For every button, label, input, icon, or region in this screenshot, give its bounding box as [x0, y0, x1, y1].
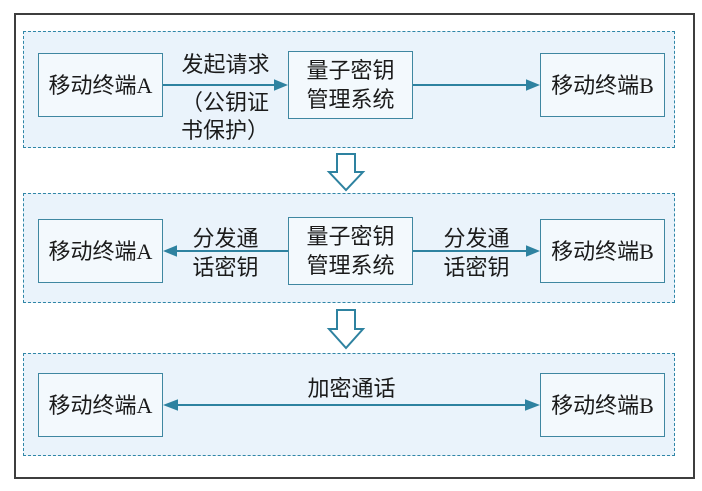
stage3-terminal-a-label: 移动终端A — [48, 392, 153, 418]
stage2-terminal-b-label: 移动终端B — [551, 238, 654, 264]
stage3-encrypted-call-label: 加密通话 — [307, 376, 396, 401]
stage1-request-note: （公钥证 书保护） — [160, 89, 290, 145]
stage1-terminal-a-box: 移动终端A — [38, 53, 163, 117]
stage2-right-distribute-label-line1: 分发通 — [443, 226, 510, 251]
stage2-qkms-box: 量子密钥 管理系统 — [288, 217, 413, 285]
stage3-terminal-a-box: 移动终端A — [38, 373, 163, 437]
outer-frame — [14, 13, 695, 479]
stage2-left-distribute-label-line1: 分发通 — [192, 226, 259, 251]
stage3-terminal-b-box: 移动终端B — [540, 373, 665, 437]
stage2-terminal-a-label: 移动终端A — [48, 238, 153, 264]
stage2-qkms-label-line1: 量子密钥 — [306, 224, 395, 249]
stage1-terminal-a-label: 移动终端A — [48, 72, 153, 98]
stage1-request-label: 发起请求 — [181, 52, 270, 77]
stage2-terminal-a-box: 移动终端A — [38, 219, 163, 283]
stage1-qkms-label-line2: 管理系统 — [306, 87, 395, 112]
stage1-qkms-box: 量子密钥 管理系统 — [288, 51, 413, 119]
stage2-right-distribute-label-line2: 话密钥 — [443, 255, 510, 280]
stage2-right-distribute-label: 分发通 话密钥 — [414, 224, 539, 282]
stage1-request-note-line1: （公钥证 — [180, 90, 269, 115]
stage2-terminal-b-box: 移动终端B — [540, 219, 665, 283]
stage1-request-note-line2: 书保护） — [180, 118, 269, 143]
stage3-terminal-b-label: 移动终端B — [551, 392, 654, 418]
stage2-left-distribute-label-line2: 话密钥 — [192, 255, 259, 280]
stage1-terminal-b-box: 移动终端B — [540, 53, 665, 117]
stage2-left-distribute-label: 分发通 话密钥 — [163, 224, 288, 282]
stage1-terminal-b-label: 移动终端B — [551, 72, 654, 98]
stage1-qkms-label-line1: 量子密钥 — [306, 58, 395, 83]
stage2-qkms-label-line2: 管理系统 — [306, 253, 395, 278]
